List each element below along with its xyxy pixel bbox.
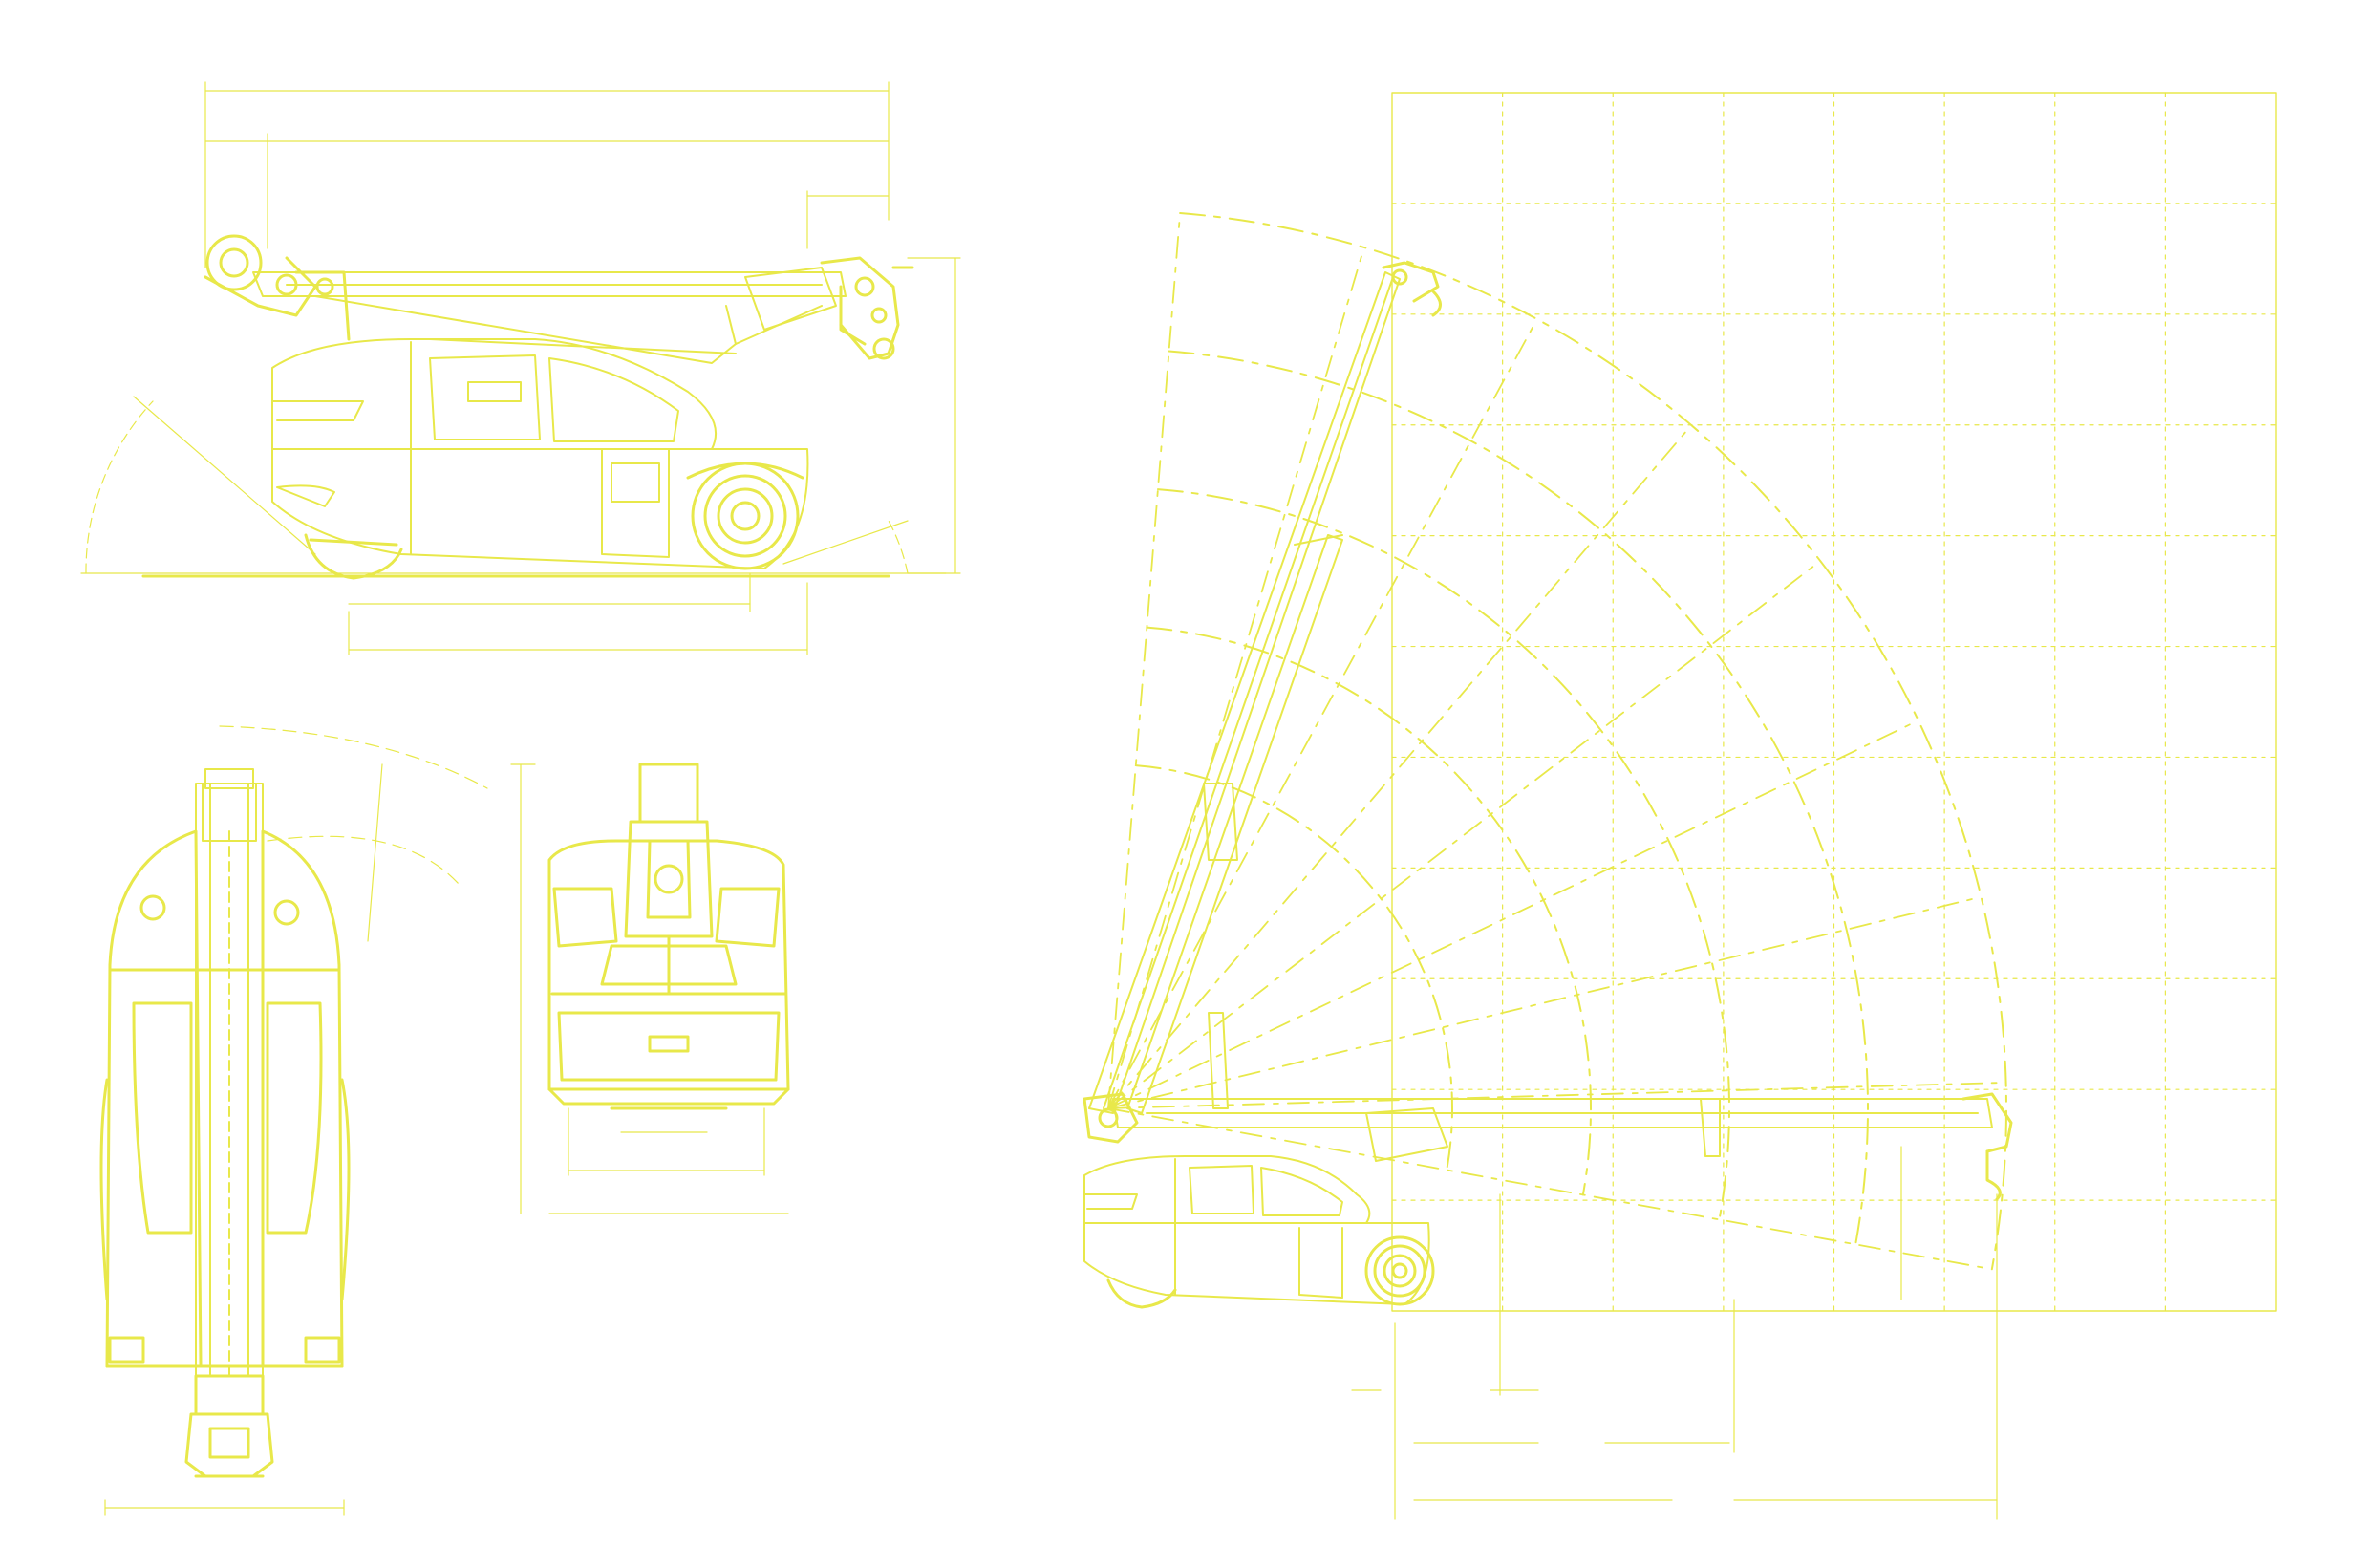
load-chart-boom-ray [1107,1107,1993,1271]
side-view-dimensions [80,81,961,655]
top-view-boom [195,768,264,1377]
load-chart-reach-arc [1134,764,1453,1171]
load-chart-reach-arcs [1134,212,2007,1271]
load-chart-horizontal-boom [1112,1098,1993,1162]
side-view-body [271,338,809,569]
side-view-boom [252,267,847,364]
load-chart-boom-ray [1107,895,1983,1109]
side-view-angle-arcs [85,396,909,574]
load-chart-boom-ray [1107,720,1919,1109]
load-chart-boom-ray [1107,318,1538,1109]
load-chart-reach-arc [1168,350,1869,1246]
front-view [510,763,790,1214]
side-view-hook [820,256,914,360]
load-chart-wheel [1364,1235,1435,1306]
load-chart-boom-rays [1107,212,2007,1271]
top-view-swing-arcs [104,725,488,1516]
load-chart-reach-arc [1156,488,1730,1221]
load-chart-boom-ray [1107,560,1822,1109]
front-view-dimensions [510,763,789,1214]
load-chart-boom-ray [1107,212,1182,1109]
side-view [80,81,961,655]
load-chart-winch [1083,1092,1139,1144]
load-chart-raised-boom [1088,271,1401,1114]
load-chart-tracks [1106,1278,1177,1309]
load-chart-machine-body [1083,1155,1430,1305]
load-chart-dimensions [1351,1146,1998,1520]
load-chart-grid [1391,92,2277,1312]
side-view-tracks [304,533,403,580]
side-view-wheel [686,462,804,570]
top-view-hook [184,1374,274,1478]
load-chart-boom-ray [1107,424,1693,1109]
load-chart-horizontal-hook [1961,1092,2013,1201]
load-chart-raised-hook [1382,261,1442,317]
side-view-winch [204,234,351,341]
front-view-mast [600,763,738,996]
top-view [99,725,488,1516]
top-view-chassis [99,829,351,1368]
load-chart-boom-ray [1107,247,1365,1109]
load-chart-reach-arc [1179,212,2007,1271]
load-chart-view [1083,92,2277,1520]
load-chart-boom-ray [1107,1081,2007,1109]
